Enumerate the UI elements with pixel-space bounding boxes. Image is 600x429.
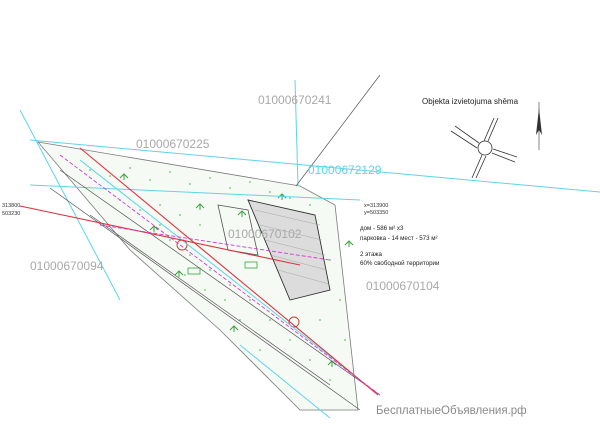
cyan-utility-lines xyxy=(19,79,600,419)
small-structure xyxy=(187,267,201,275)
parcel-label-01000670241: 01000670241 xyxy=(258,93,332,107)
coord-left-x: 313800 xyxy=(2,203,20,209)
parcel-label-01000672129: 01000672129 xyxy=(308,163,382,177)
parcel-label-01000670094: 01000670094 xyxy=(30,259,104,273)
parcel-label-01000670225: 01000670225 xyxy=(136,137,210,151)
note-free-area: 60% свободной территории xyxy=(360,260,440,267)
watermark: БесплатныеОбъявления.рф xyxy=(376,405,527,417)
note-house: дом - 586 м² x3 xyxy=(360,225,404,232)
parcel-label-01000670102: 01000670102 xyxy=(228,227,302,241)
red-lines xyxy=(19,147,379,396)
coord-left-y: 503230 xyxy=(2,211,20,217)
coord-right-y: y=503350 xyxy=(364,210,388,216)
coord-right-x: x=313900 xyxy=(364,203,388,209)
parking-area xyxy=(217,204,259,256)
schema-title: Objekta izvietojuma shēma xyxy=(422,97,519,106)
building-hatch xyxy=(254,209,330,285)
parcel-label-01000670104: 01000670104 xyxy=(366,279,440,293)
well-marker xyxy=(288,316,300,328)
north-arrow-icon xyxy=(536,102,542,150)
note-parking: парковка - 14 мест - 573 м² xyxy=(360,235,438,242)
building-footprint xyxy=(247,199,331,301)
note-floors: 2 этажа xyxy=(360,251,383,258)
location-schema xyxy=(450,117,518,179)
small-structure xyxy=(244,261,258,269)
magenta-lines xyxy=(59,154,381,396)
